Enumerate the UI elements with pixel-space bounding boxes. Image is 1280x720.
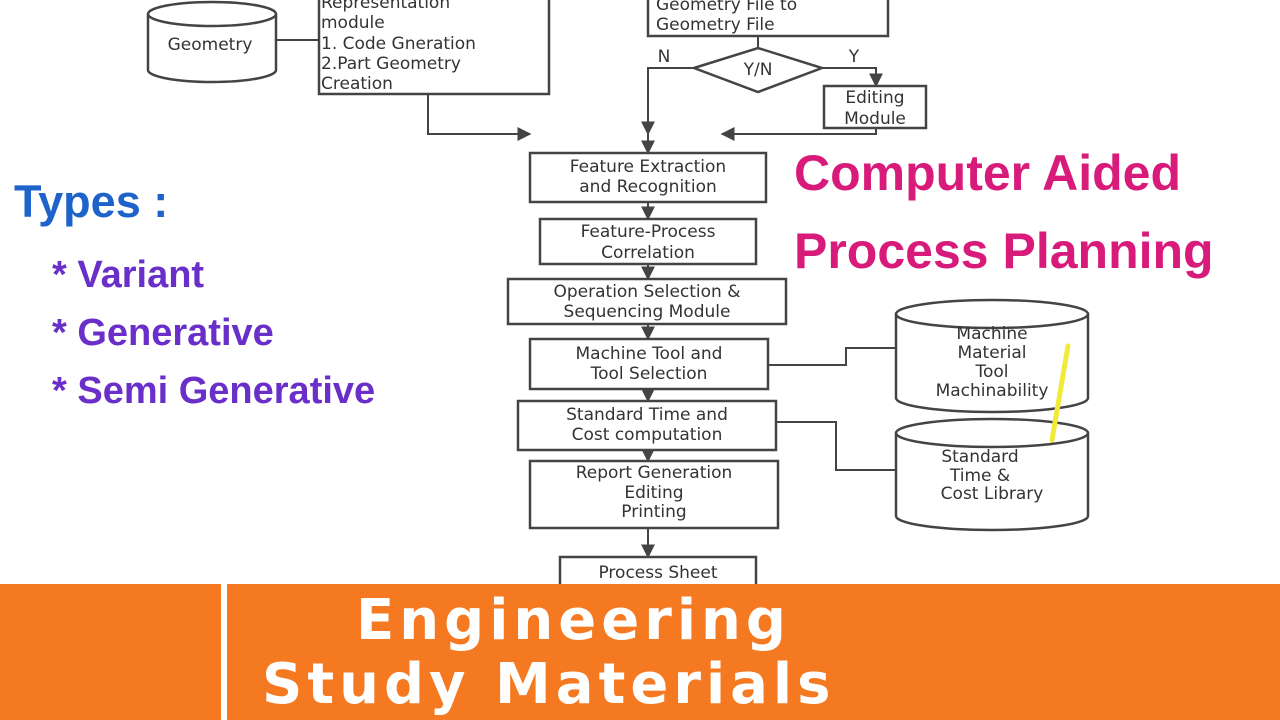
editing-module-line-2: Module [844,109,906,129]
representation-module-line-2: module [321,13,385,33]
footer-banner [0,584,1280,720]
operation-selection-line-2: Sequencing Module [564,302,731,322]
feature-process-box: Feature-Process Correlation [538,217,758,266]
machine-tool-line-1: Machine Tool and [576,344,723,364]
representation-module-line-1: Representation [321,0,450,13]
types-heading: Types : [14,176,169,227]
conversion-box: Geometry File to Geometry File [646,0,890,38]
report-generation-box: Report Generation Editing Printing [528,459,780,530]
banner-line-2: Study Materials [262,652,836,717]
report-generation-line-2: Editing [624,483,683,503]
representation-module-box: Representation module 1. Code Gneration … [317,0,551,96]
machine-db-line-3: Tool [974,362,1008,382]
representation-module-line-5: Creation [321,74,393,94]
feature-extraction-box: Feature Extraction and Recognition [528,151,768,204]
representation-module-line-4: 2.Part Geometry [321,54,461,74]
title-line-2: Process Planning [794,223,1214,279]
machine-db-line-2: Material [957,343,1026,363]
standard-database: Standard Time & Cost Library [894,417,1090,532]
feature-extraction-line-2: and Recognition [579,177,717,197]
decision-diamond: Y/N N Y [658,46,860,94]
standard-time-box: Standard Time and Cost computation [516,399,778,452]
machine-tool-box: Machine Tool and Tool Selection [528,337,770,391]
process-sheet-label: Process Sheet [598,563,717,583]
feature-extraction-line-1: Feature Extraction [570,157,726,177]
standard-time-line-2: Cost computation [572,425,723,445]
editing-module-line-1: Editing [845,88,904,108]
geometry-database-label: Geometry [168,35,253,55]
geometry-database: Geometry [146,0,278,84]
operation-selection-box: Operation Selection & Sequencing Module [506,277,788,326]
operation-selection-line-1: Operation Selection & [553,282,740,302]
edge-decision-yes [822,67,883,88]
feature-process-line-1: Feature-Process [581,222,716,242]
machine-database: Machine Material Tool Machinability [894,298,1090,414]
report-generation-line-3: Printing [621,502,686,522]
feature-process-line-2: Correlation [601,243,695,263]
edge-machine-to-db [768,347,896,366]
edge-editing-to-merge [720,127,877,141]
types-item-variant: * Variant [52,254,205,296]
machine-db-line-1: Machine [956,324,1027,344]
standard-db-line-3: Cost Library [941,484,1044,504]
report-generation-line-1: Report Generation [576,463,733,483]
types-item-generative: * Generative [52,312,274,354]
title-line-1: Computer Aided [794,145,1182,201]
edge-standard-to-db [776,421,896,471]
machine-tool-line-2: Tool Selection [590,364,708,384]
edge-decision-no [641,67,694,136]
flow-connectors [276,36,896,559]
representation-module-line-3: 1. Code Gneration [321,34,476,54]
types-list: * Variant * Generative * Semi Generative [52,252,375,426]
decision-yes-label: Y [848,47,860,67]
conversion-line-2: Geometry File [656,15,775,35]
types-item-semi-generative: * Semi Generative [52,370,376,412]
banner-divider [221,584,227,720]
banner-line-1: Engineering [356,588,791,653]
conversion-line-1: Geometry File to [656,0,797,15]
standard-db-line-2: Time & [949,466,1010,486]
decision-no-label: N [658,47,671,67]
standard-db-line-1: Standard [941,447,1018,467]
standard-time-line-1: Standard Time and [566,405,728,425]
machine-db-line-4: Machinability [936,381,1049,401]
edge-representation-to-merge [427,94,532,141]
editing-module-box: Editing Module [822,84,928,130]
capp-flowchart: Geometry Representation module 1. Code G… [146,0,1090,599]
decision-label: Y/N [743,60,773,80]
highlighter-mark [1049,343,1071,443]
